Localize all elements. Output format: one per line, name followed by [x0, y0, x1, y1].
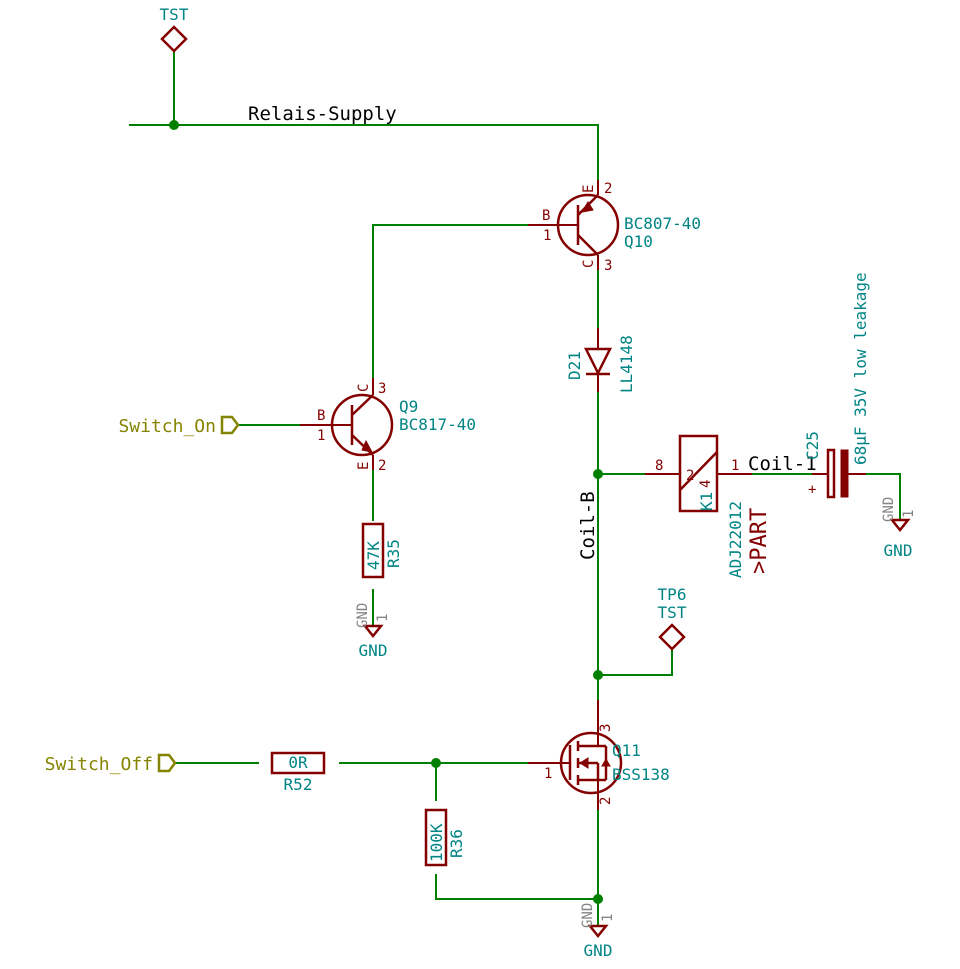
r36-body: [424, 808, 448, 867]
junction-gnd: [593, 894, 603, 904]
k1-pin-1: 1: [731, 458, 739, 474]
hier-label-switch-on: Switch_On: [118, 415, 240, 437]
q10-pin-c: C: [581, 260, 597, 268]
r35-value: 47K: [364, 541, 383, 570]
k1-value: ADJ22012: [726, 501, 745, 578]
diode-d21: D21 LL4148: [565, 328, 636, 393]
q9-pin-1: 1: [317, 428, 325, 444]
c25-plate-positive: [826, 448, 836, 499]
k1-part: >PART: [747, 508, 772, 574]
test-point-top-label: TST: [160, 5, 189, 24]
q9-ref: Q9: [399, 397, 418, 416]
c25-plus: +: [808, 482, 816, 498]
resistor-r36: 100K R36: [424, 808, 466, 867]
q10-value: BC807-40: [624, 214, 701, 233]
mosfet-q11: 1 3 2 Q11 BSS138: [528, 700, 670, 810]
tp6-label: TST: [658, 603, 687, 622]
gnd-c25-hidden: GND: [881, 497, 897, 522]
q11-value: BSS138: [612, 765, 670, 784]
resistor-r52: 0R R52: [270, 751, 326, 794]
r52-value: 0R: [288, 753, 308, 772]
gnd-q11-label: GND: [584, 941, 613, 960]
d21-ref: D21: [565, 351, 584, 380]
gnd-q11-icon: [587, 924, 609, 939]
net-label-coil-b: Coil-B: [577, 491, 599, 560]
q10-pin-2: 2: [604, 181, 612, 197]
d21-triangle-icon: [583, 347, 613, 376]
test-point-tp6: TP6 TST: [658, 585, 687, 651]
q10-pin-e: E: [581, 185, 597, 193]
q11-pin-3: 3: [598, 724, 614, 732]
r35-body: [361, 522, 385, 579]
q9-pin-b: B: [317, 408, 325, 424]
tp6-ref: TP6: [658, 585, 687, 604]
gnd-c25-label: GND: [884, 541, 913, 560]
junction-supply: [169, 120, 179, 130]
gnd-q11-hidden: GND: [580, 903, 596, 928]
switch-on-label: Switch_On: [118, 416, 216, 437]
gnd-r35-pin: 1: [375, 614, 391, 622]
q9-emitter-arrow-icon: [361, 439, 373, 453]
net-label-coil-1: Coil-1: [748, 453, 817, 475]
q9-value: BC817-40: [399, 415, 476, 434]
q11-pin-1: 1: [544, 766, 552, 782]
gnd-c25-pin: 1: [901, 510, 917, 518]
c25-value: 68µF 35V low leakage: [851, 272, 870, 465]
q11-ref: Q11: [612, 741, 641, 760]
resistor-r35: 47K R35: [361, 522, 403, 579]
k1-pin-4: 4: [698, 480, 714, 488]
r52-body: [270, 751, 326, 775]
transistor-q9: B 1 3 2 C E Q9 BC817-40: [300, 378, 476, 474]
gnd-c25-icon: [889, 518, 911, 533]
test-point-top: TST: [160, 5, 189, 53]
junction-gate: [431, 758, 441, 768]
q10-pin-b: B: [542, 208, 550, 224]
capacitor-c25: + C25 68µF 35V low leakage: [803, 272, 870, 499]
gnd-r35-hidden: GND: [355, 603, 371, 628]
c25-plate-negative: [840, 449, 849, 498]
q10-pin-1: 1: [543, 228, 551, 244]
r36-value: 100K: [427, 823, 446, 862]
r35-ref: R35: [384, 539, 403, 568]
gnd-r35-label: GND: [359, 641, 388, 660]
q9-pin-2: 2: [378, 458, 386, 474]
r52-ref: R52: [284, 775, 313, 794]
q11-diode-icon: [601, 757, 611, 767]
q10-pin-3: 3: [604, 258, 612, 274]
gnd-r35-icon: [362, 624, 384, 639]
q11-channel-arrow-icon: [579, 757, 589, 769]
d21-value: LL4148: [617, 335, 636, 393]
q10-emitter-arrow-icon: [581, 201, 594, 213]
k1-pin-2: 2: [686, 468, 694, 484]
junctions: [169, 120, 603, 904]
relay-k1: 8 1 2 4 K1 ADJ22012 >PART: [645, 434, 772, 578]
junction-tp6: [593, 670, 603, 680]
junction-coilb: [593, 469, 603, 479]
transistor-q10: B 1 2 3 E C BC807-40 Q10: [528, 180, 701, 274]
k1-ref: K1: [697, 492, 716, 511]
switch-off-label: Switch_Off: [45, 754, 153, 775]
q9-pin-e: E: [356, 462, 372, 470]
wires: [129, 51, 901, 926]
tp6-diamond-icon: [658, 623, 686, 651]
gnd-c25: GND 1 GND: [881, 497, 917, 560]
c25-ref: C25: [803, 431, 822, 460]
switch-off-arrow-icon: [157, 753, 177, 773]
gnd-q11: GND 1 GND: [580, 903, 616, 960]
hier-label-switch-off: Switch_Off: [45, 753, 177, 775]
q9-pin-c: C: [356, 384, 372, 392]
gnd-q11-pin: 1: [600, 914, 616, 922]
q10-ref: Q10: [624, 232, 653, 251]
switch-on-arrow-icon: [220, 415, 240, 435]
gnd-r35: GND 1 GND: [355, 603, 391, 660]
net-label-relais-supply: Relais-Supply: [248, 103, 397, 125]
q11-pin-2: 2: [598, 797, 614, 805]
r36-ref: R36: [447, 829, 466, 858]
test-point-top-diamond-icon: [160, 25, 188, 53]
q9-pin-3: 3: [378, 381, 386, 397]
k1-pin-8: 8: [655, 458, 663, 474]
